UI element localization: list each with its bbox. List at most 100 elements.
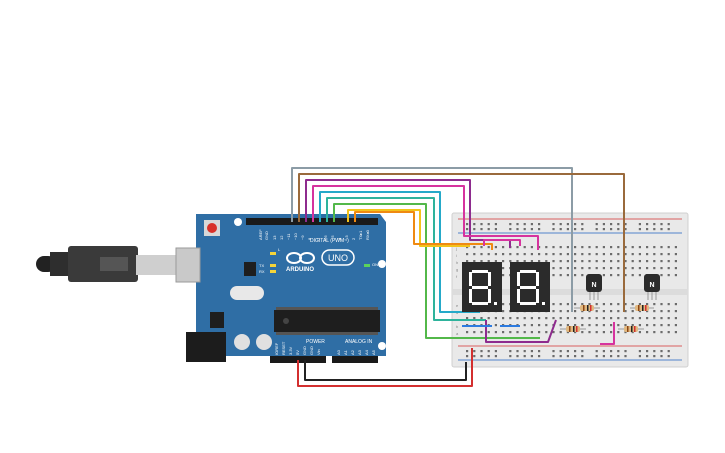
breadboard-hole[interactable] bbox=[646, 253, 649, 256]
breadboard-hole[interactable] bbox=[480, 260, 483, 263]
rail-hole[interactable] bbox=[610, 355, 613, 358]
rail-hole[interactable] bbox=[566, 228, 569, 231]
breadboard-hole[interactable] bbox=[559, 317, 562, 320]
breadboard-hole[interactable] bbox=[530, 324, 533, 327]
breadboard-hole[interactable] bbox=[559, 274, 562, 277]
reset-button-cap[interactable] bbox=[207, 223, 217, 233]
rail-hole[interactable] bbox=[487, 223, 490, 226]
rail-hole[interactable] bbox=[617, 223, 620, 226]
breadboard-hole[interactable] bbox=[509, 253, 512, 256]
breadboard-hole[interactable] bbox=[566, 274, 569, 277]
breadboard-hole[interactable] bbox=[610, 274, 613, 277]
rail-hole[interactable] bbox=[610, 228, 613, 231]
rail-hole[interactable] bbox=[595, 223, 598, 226]
breadboard-hole[interactable] bbox=[502, 310, 505, 313]
breadboard-hole[interactable] bbox=[646, 260, 649, 263]
breadboard-hole[interactable] bbox=[509, 260, 512, 263]
breadboard-hole[interactable] bbox=[667, 260, 670, 263]
breadboard-hole[interactable] bbox=[581, 324, 584, 327]
breadboard-hole[interactable] bbox=[660, 331, 663, 334]
rail-hole[interactable] bbox=[653, 350, 656, 353]
breadboard-hole[interactable] bbox=[487, 317, 490, 320]
breadboard-hole[interactable] bbox=[660, 310, 663, 313]
breadboard-hole[interactable] bbox=[581, 310, 584, 313]
breadboard-hole[interactable] bbox=[588, 303, 591, 306]
breadboard-hole[interactable] bbox=[602, 310, 605, 313]
breadboard-hole[interactable] bbox=[494, 260, 497, 263]
rail-hole[interactable] bbox=[509, 355, 512, 358]
breadboard-hole[interactable] bbox=[660, 246, 663, 249]
breadboard-hole[interactable] bbox=[502, 331, 505, 334]
breadboard-hole[interactable] bbox=[624, 303, 627, 306]
breadboard-hole[interactable] bbox=[674, 310, 677, 313]
rail-hole[interactable] bbox=[660, 355, 663, 358]
breadboard-hole[interactable] bbox=[559, 324, 562, 327]
wire-cyan[interactable] bbox=[319, 191, 480, 313]
breadboard-hole[interactable] bbox=[552, 317, 555, 320]
breadboard-hole[interactable] bbox=[667, 253, 670, 256]
rail-hole[interactable] bbox=[610, 223, 613, 226]
wire-yellow[interactable] bbox=[347, 209, 470, 247]
breadboard-hole[interactable] bbox=[602, 246, 605, 249]
breadboard-hole[interactable] bbox=[581, 331, 584, 334]
breadboard-hole[interactable] bbox=[653, 317, 656, 320]
breadboard-hole[interactable] bbox=[538, 317, 541, 320]
breadboard-hole[interactable] bbox=[473, 317, 476, 320]
breadboard-hole[interactable] bbox=[624, 253, 627, 256]
rail-hole[interactable] bbox=[466, 355, 469, 358]
rail-hole[interactable] bbox=[523, 223, 526, 226]
rail-hole[interactable] bbox=[566, 355, 569, 358]
breadboard-hole[interactable] bbox=[660, 303, 663, 306]
breadboard-hole[interactable] bbox=[516, 253, 519, 256]
rail-hole[interactable] bbox=[473, 223, 476, 226]
breadboard-hole[interactable] bbox=[480, 253, 483, 256]
breadboard-hole[interactable] bbox=[538, 260, 541, 263]
breadboard-hole[interactable] bbox=[674, 246, 677, 249]
breadboard-hole[interactable] bbox=[566, 253, 569, 256]
breadboard-hole[interactable] bbox=[653, 267, 656, 270]
rail-hole[interactable] bbox=[660, 223, 663, 226]
breadboard-hole[interactable] bbox=[473, 331, 476, 334]
rail-hole[interactable] bbox=[494, 355, 497, 358]
rail-hole[interactable] bbox=[660, 350, 663, 353]
breadboard-hole[interactable] bbox=[530, 331, 533, 334]
breadboard-hole[interactable] bbox=[516, 260, 519, 263]
breadboard-hole[interactable] bbox=[552, 246, 555, 249]
breadboard-hole[interactable] bbox=[581, 267, 584, 270]
rail-hole[interactable] bbox=[466, 223, 469, 226]
breadboard-hole[interactable] bbox=[674, 303, 677, 306]
rail-hole[interactable] bbox=[530, 223, 533, 226]
breadboard-hole[interactable] bbox=[523, 324, 526, 327]
wires[interactable] bbox=[291, 167, 625, 387]
rail-hole[interactable] bbox=[487, 228, 490, 231]
breadboard-hole[interactable] bbox=[674, 260, 677, 263]
breadboard-hole[interactable] bbox=[530, 253, 533, 256]
breadboard-hole[interactable] bbox=[574, 260, 577, 263]
breadboard-hole[interactable] bbox=[566, 246, 569, 249]
breadboard-hole[interactable] bbox=[581, 303, 584, 306]
rail-hole[interactable] bbox=[624, 355, 627, 358]
rail-hole[interactable] bbox=[559, 350, 562, 353]
breadboard-hole[interactable] bbox=[581, 317, 584, 320]
rail-hole[interactable] bbox=[494, 228, 497, 231]
rail-hole[interactable] bbox=[509, 223, 512, 226]
breadboard-hole[interactable] bbox=[552, 260, 555, 263]
breadboard-hole[interactable] bbox=[466, 331, 469, 334]
rail-hole[interactable] bbox=[624, 228, 627, 231]
rail-hole[interactable] bbox=[638, 223, 641, 226]
breadboard-hole[interactable] bbox=[624, 331, 627, 334]
breadboard-hole[interactable] bbox=[473, 246, 476, 249]
breadboard-hole[interactable] bbox=[523, 260, 526, 263]
breadboard-hole[interactable] bbox=[466, 317, 469, 320]
breadboard-hole[interactable] bbox=[552, 331, 555, 334]
breadboard-hole[interactable] bbox=[530, 246, 533, 249]
breadboard-hole[interactable] bbox=[674, 267, 677, 270]
breadboard-hole[interactable] bbox=[552, 303, 555, 306]
breadboard-hole[interactable] bbox=[617, 267, 620, 270]
breadboard-hole[interactable] bbox=[509, 331, 512, 334]
breadboard-hole[interactable] bbox=[502, 317, 505, 320]
transistor-2[interactable]: N bbox=[644, 274, 660, 300]
breadboard-hole[interactable] bbox=[646, 324, 649, 327]
breadboard-hole[interactable] bbox=[473, 260, 476, 263]
breadboard-hole[interactable] bbox=[631, 267, 634, 270]
